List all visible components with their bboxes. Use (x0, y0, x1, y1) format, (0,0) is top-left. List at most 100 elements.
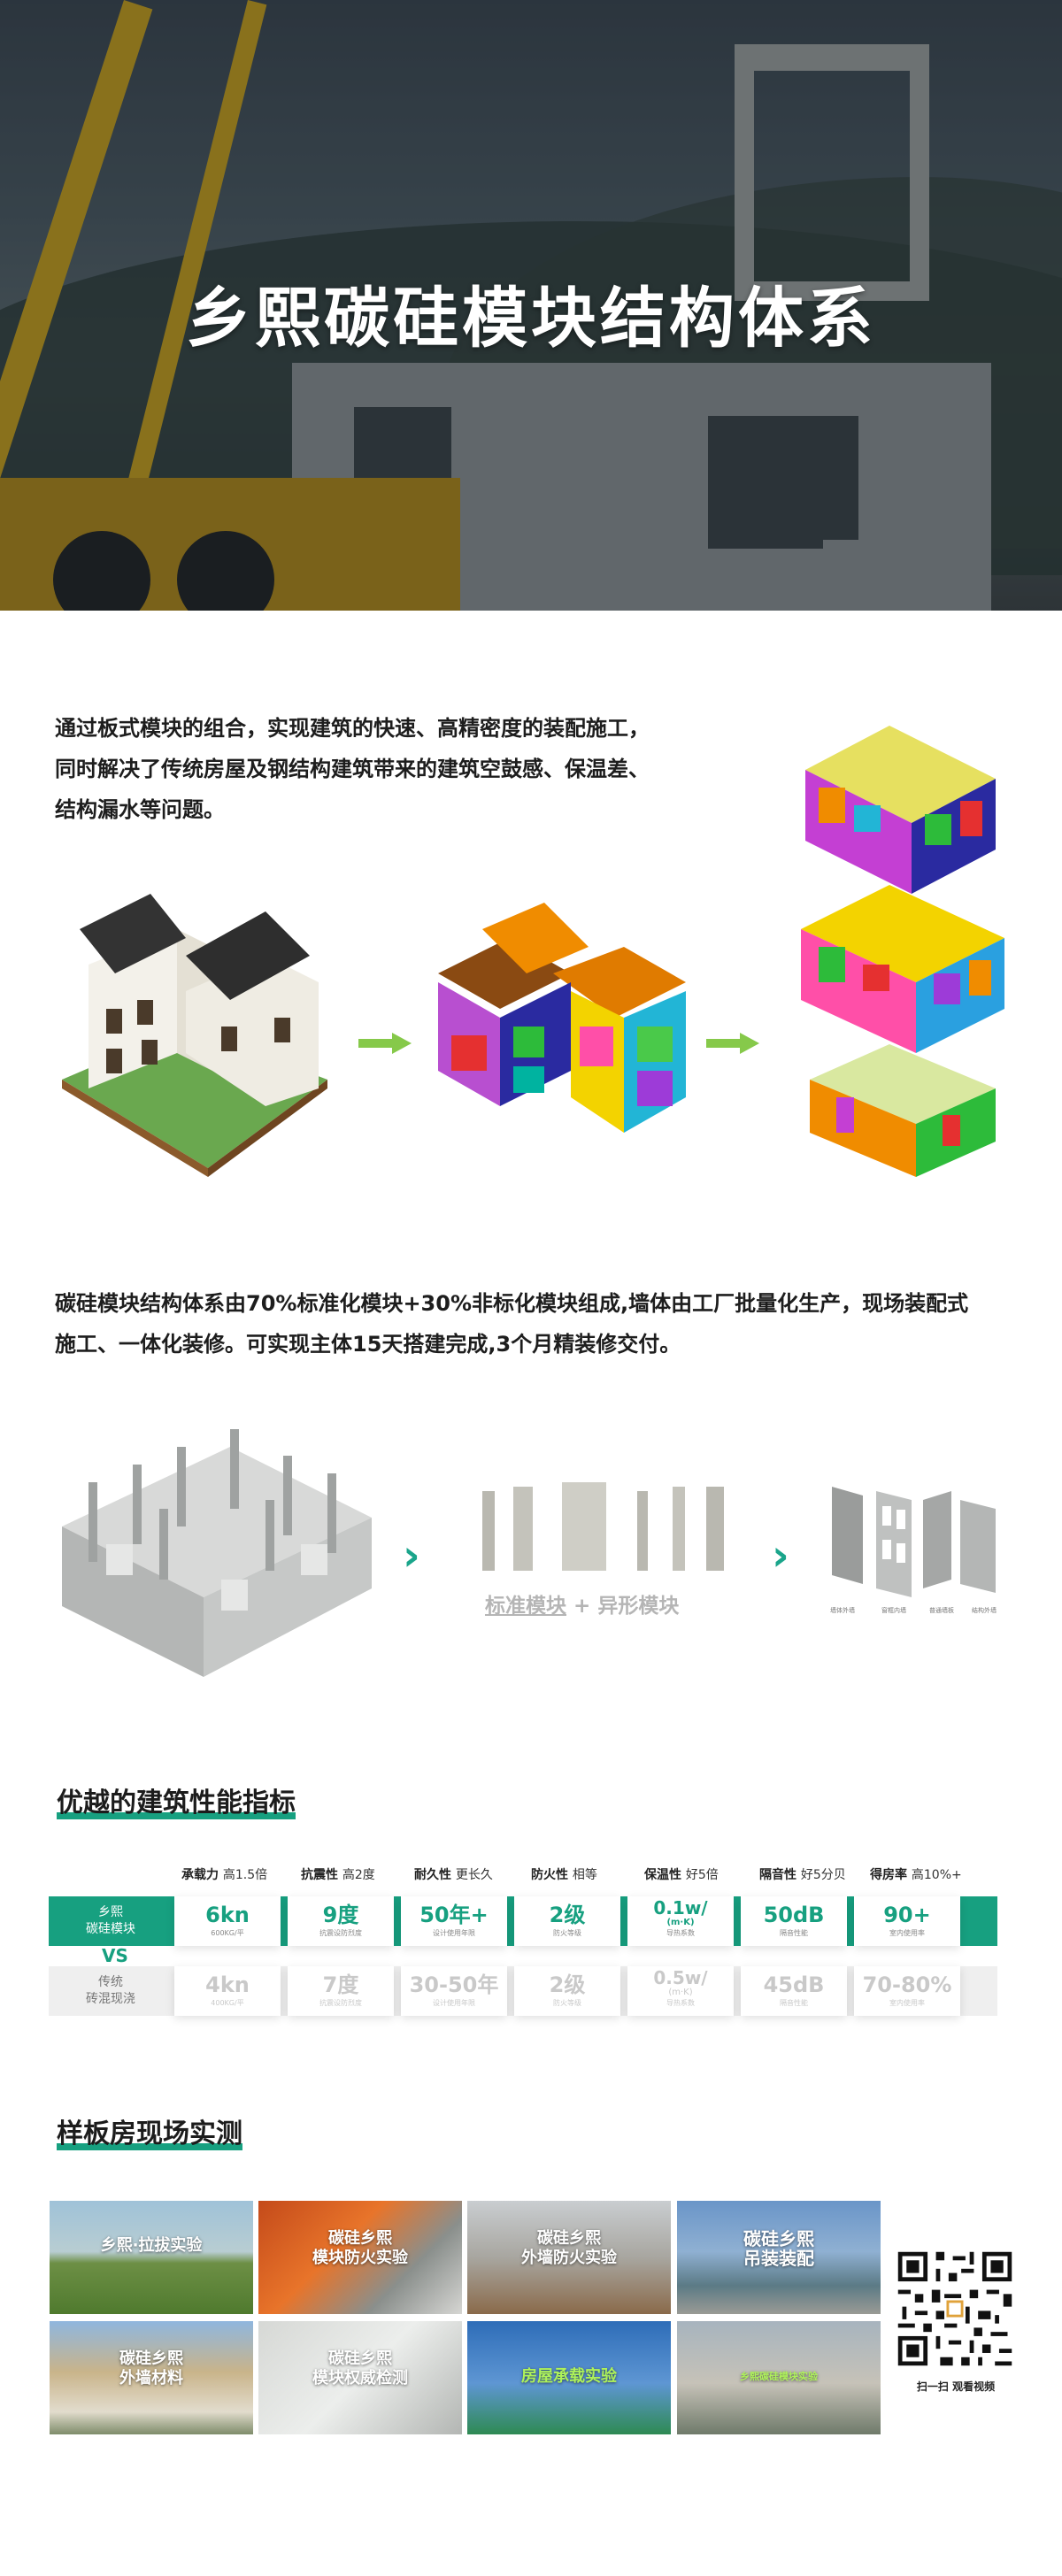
ours-sub: 抗震设防烈度 (319, 1929, 362, 1937)
metric-header: 保温性 好5倍 (644, 1865, 719, 1883)
metric-note: 好5倍 (685, 1868, 719, 1882)
metric-name: 抗震性 (301, 1868, 338, 1882)
hero-wheel (53, 531, 150, 611)
metric-header: 隔音性 好5分贝 (759, 1865, 846, 1883)
ours-value: 50年+ (419, 1903, 489, 1927)
photo-caption: 乡熙碳硅模块实验 (740, 2371, 818, 2382)
qr-caption: 扫一扫 观看视频 (916, 2380, 996, 2393)
metric-header: 承载力 高1.5倍 (181, 1865, 267, 1883)
vs-label: VS (102, 1945, 128, 1966)
metric-header: 抗震性 高2度 (301, 1865, 375, 1883)
field-test-title: 样板房现场实测 (57, 2118, 242, 2149)
intro-line: 结构漏水等问题。 (55, 797, 225, 822)
metric-note: 更长久 (455, 1868, 493, 1882)
hero-hanging-panel (735, 44, 929, 301)
ours-sub: 防火等级 (553, 1929, 581, 1937)
qr-code-icon[interactable] (894, 2248, 1016, 2370)
trad-sub: 室内使用率 (889, 1999, 925, 2007)
metric-header: 得房率 高10%+ (870, 1865, 962, 1883)
photo-tile[interactable]: 乡熙碳硅模块实验 (677, 2321, 881, 2434)
trad-value: 4kn (205, 1972, 250, 1997)
photo-caption: 房屋承载实验 (521, 2367, 617, 2386)
metric-name: 保温性 (644, 1868, 681, 1882)
composition-line: 碳硅模块结构体系由70%标准化模块+30%非标化模块组成,墙体由工厂批量化生产，… (55, 1291, 969, 1316)
photo-caption: 乡熙·拉拔实验 (100, 2236, 203, 2255)
trad-value: 45dB (763, 1972, 825, 1997)
trad-value: 30-50年 (409, 1972, 499, 1997)
trad-label-line: 传统 (98, 1975, 123, 1989)
trad-sub: 抗震设防烈度 (319, 1999, 362, 2007)
photo-caption: 碳硅乡熙 模块防火实验 (312, 2229, 408, 2267)
panel-label: 窗框内墙 (881, 1607, 906, 1614)
metric-name: 耐久性 (414, 1868, 451, 1882)
ours-sub: 600KG/平 (211, 1929, 244, 1937)
performance-title: 优越的建筑性能指标 (57, 1788, 296, 1819)
trad-label-line: 砖混现浇 (86, 1992, 135, 2006)
photo-tile[interactable]: 碳硅乡熙 模块防火实验 (258, 2201, 462, 2314)
arrow-right-icon (706, 1033, 759, 1054)
arrow-right-icon (358, 1033, 412, 1054)
ours-unit: (m·K) (666, 1918, 695, 1927)
ours-label-line: 乡熙 (98, 1905, 123, 1919)
hero-banner: 乡熙碳硅模块结构体系 (0, 0, 1062, 611)
photo-tile[interactable]: 碳硅乡熙 外墙防火实验 (467, 2201, 671, 2314)
ours-sub: 设计使用年限 (433, 1929, 475, 1937)
exploded-model-illustration (801, 726, 1004, 1177)
trad-cell: 2级防火等级 (514, 1966, 620, 2016)
ours-sub: 导热系数 (666, 1929, 695, 1937)
photo-tile[interactable]: 乡熙·拉拔实验 (50, 2201, 253, 2314)
photo-tile[interactable]: 碳硅乡熙 模块权威检测 (258, 2321, 462, 2434)
hero-title: 乡熙碳硅模块结构体系 (186, 281, 876, 357)
module-caption: 标准模块 + 异形模块 (485, 1588, 679, 1619)
trad-sub: 导热系数 (666, 1999, 695, 2007)
photo-caption: 碳硅乡熙 吊装装配 (743, 2228, 814, 2269)
module-caption-plus: + (573, 1595, 591, 1618)
photo-tile[interactable]: 碳硅乡熙 外墙材料 (50, 2321, 253, 2434)
metric-name: 承载力 (181, 1868, 219, 1882)
ours-label-line: 碳硅模块 (86, 1922, 135, 1936)
trad-cell: 70-80%室内使用率 (854, 1966, 960, 2016)
ours-value: 90+ (883, 1903, 931, 1927)
house-render-illustration (62, 894, 327, 1177)
trad-cell: 7度抗震设防烈度 (288, 1966, 394, 2016)
trad-sub: 400KG/平 (211, 1999, 244, 2007)
module-caption-standard: 标准模块 (485, 1595, 566, 1618)
trad-cell: 0.5w/(m·K) 导热系数 (627, 1966, 734, 2016)
metric-name: 防火性 (531, 1868, 568, 1882)
metric-note: 高10%+ (911, 1868, 962, 1882)
ours-cell: 0.1w/(m·K)导热系数 (627, 1896, 734, 1946)
ours-value: 2级 (549, 1903, 586, 1927)
trad-sub: 设计使用年限 (433, 1999, 475, 2007)
composition-paragraph: 碳硅模块结构体系由70%标准化模块+30%非标化模块组成,墙体由工厂批量化生产，… (55, 1283, 1020, 1365)
ours-cell: 50年+ 设计使用年限 (401, 1896, 507, 1946)
metric-note: 好5分贝 (800, 1868, 846, 1882)
metric-note: 高1.5倍 (222, 1868, 268, 1882)
colored-model-illustration (438, 903, 686, 1133)
panel-types-illustration (832, 1487, 996, 1597)
chevron-right-icon: › (403, 1531, 420, 1580)
intro-line: 通过板式模块的组合，实现建筑的快速、高精密度的装配施工， (55, 716, 650, 741)
trad-sub: 防火等级 (553, 1999, 581, 2007)
section-underline (57, 1812, 296, 1819)
intro-line: 同时解决了传统房屋及钢结构建筑带来的建筑空鼓感、保温差、 (55, 757, 650, 781)
hero-wheel (177, 531, 274, 611)
intro-paragraph: 通过板式模块的组合，实现建筑的快速、高精密度的装配施工， 同时解决了传统房屋及钢… (55, 708, 727, 830)
metric-note: 相等 (572, 1868, 597, 1882)
photo-tile[interactable]: 碳硅乡熙 吊装装配 (677, 2201, 881, 2314)
module-caption-special: 异形模块 (597, 1595, 680, 1618)
module-panels-illustration (482, 1482, 724, 1571)
photo-caption: 碳硅乡熙 模块权威检测 (312, 2349, 408, 2388)
ours-value: 9度 (322, 1903, 359, 1927)
trad-unit: (m·K) (668, 1988, 693, 1997)
trad-value: 0.5w/ (653, 1967, 708, 1988)
panel-label: 结构外墙 (972, 1607, 997, 1614)
photo-tile[interactable]: 房屋承载实验 (467, 2321, 671, 2434)
hero-window (708, 416, 823, 549)
ours-value: 50dB (763, 1903, 825, 1927)
ours-cell: 9度抗震设防烈度 (288, 1896, 394, 1946)
trad-value: 2级 (549, 1972, 586, 1997)
ours-cell: 90+室内使用率 (854, 1896, 960, 1946)
metric-header: 防火性 相等 (531, 1865, 597, 1883)
photo-caption: 碳硅乡熙 外墙材料 (119, 2349, 183, 2388)
